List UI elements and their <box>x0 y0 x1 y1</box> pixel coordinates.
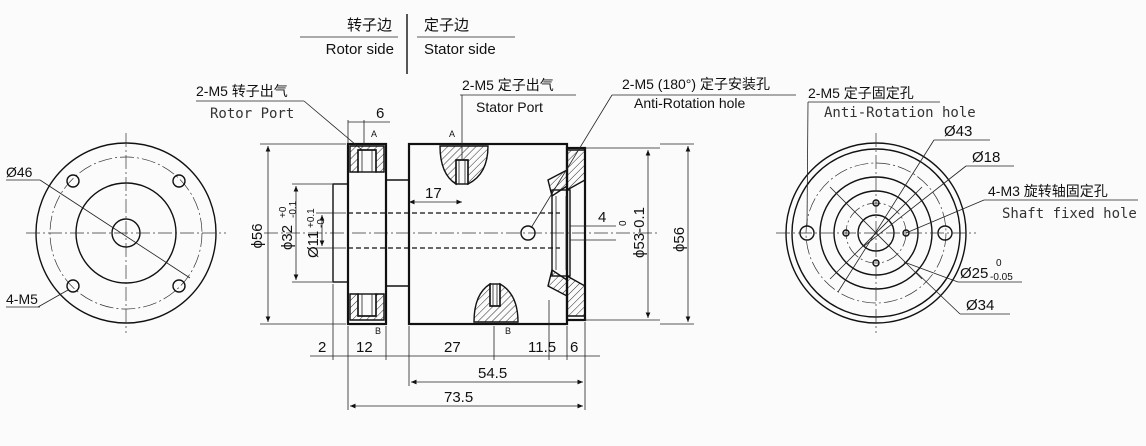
label-d53: ϕ53-0.1 <box>631 207 648 258</box>
label-d25-tol-low: -0.05 <box>990 272 1013 283</box>
shaft-hole-en: Shaft fixed hole <box>1002 206 1137 222</box>
label-d56-left: ϕ56 <box>249 223 266 248</box>
label-dim4: 4 <box>598 209 606 226</box>
label-d25-tol-up: 0 <box>996 258 1002 269</box>
stator-port-cn: 2-M5 定子出气 <box>462 77 554 93</box>
d18-leader <box>863 165 967 247</box>
label-d34: Ø34 <box>966 297 994 314</box>
fixed-hole-en: Anti-Rotation hole <box>824 105 976 121</box>
mark-b-rotor: B <box>375 326 381 336</box>
stator-side-en: Stator side <box>424 41 496 58</box>
stator-port-a-section <box>439 145 489 186</box>
label-d27: 27 <box>444 339 461 356</box>
left-hole-br <box>172 279 186 293</box>
d43-leader <box>837 139 935 293</box>
label-d54-5: 54.5 <box>478 365 507 382</box>
label-d43: Ø43 <box>944 123 972 140</box>
label-d32-tol-up: +0 <box>278 206 289 218</box>
rotor-side-cn: 转子边 <box>347 17 392 34</box>
label-d56-right: ϕ56 <box>671 227 688 252</box>
mark-a-stator: A <box>449 129 455 139</box>
anti-rotation-hole <box>520 225 536 241</box>
mark-a-rotor: A <box>371 129 377 139</box>
label-d53-tol: 0 <box>618 220 629 226</box>
anti-rotation-leader <box>530 94 613 229</box>
left-dia-leader <box>39 179 191 279</box>
label-d17: 17 <box>425 185 442 202</box>
rotor-side-en: Rotor side <box>326 41 394 58</box>
mark-b-stator: B <box>505 326 511 336</box>
label-d11-tol-up: +0.1 <box>306 208 317 228</box>
fixed-hole-leader <box>806 101 809 227</box>
left-holes-label: 4-M5 <box>6 291 38 307</box>
label-d12: 12 <box>356 339 373 356</box>
stator-side-cn: 定子边 <box>424 17 469 34</box>
label-d32-tol-low: -0.1 <box>288 200 299 218</box>
side-header: 转子边 Rotor side 定子边 Stator side <box>300 14 515 74</box>
rotor-port-en: Rotor Port <box>210 106 294 122</box>
anti-rotation-en: Anti-Rotation hole <box>634 95 746 111</box>
shaft-hole-leader <box>905 199 985 234</box>
stator-port-en: Stator Port <box>476 99 543 115</box>
right-bolt-circle <box>805 162 947 304</box>
label-d6-top: 6 <box>376 105 384 122</box>
stator-port-b-section <box>473 282 519 323</box>
label-d25: Ø25 <box>960 265 988 282</box>
label-d11: Ø11 <box>305 231 322 258</box>
label-d2: 2 <box>318 339 326 356</box>
label-d73-5: 73.5 <box>444 389 473 406</box>
label-d6-bot: 6 <box>570 339 578 356</box>
left-dia-label: Ø46 <box>6 164 33 180</box>
fixed-hole-cn: 2-M5 定子固定孔 <box>808 85 914 101</box>
label-d18: Ø18 <box>972 149 1000 166</box>
rotor-flange <box>346 142 388 326</box>
label-d11-5: 11.5 <box>528 339 556 356</box>
rotor-port-leader <box>303 100 363 151</box>
left-end-view: Ø46 4-M5 <box>6 133 226 333</box>
left-hole-bl <box>66 279 80 293</box>
label-d32: ϕ32 <box>279 225 296 250</box>
rotor-port-cn: 2-M5 转子出气 <box>196 83 288 99</box>
shaft-hole-cn: 4-M3 旋转轴固定孔 <box>988 183 1108 199</box>
right-end-view: 2-M5 定子固定孔 Anti-Rotation hole Ø43 Ø18 4-… <box>776 85 1138 333</box>
right-flange <box>565 146 587 322</box>
left-hole-tl <box>66 174 80 188</box>
d34-leader <box>915 271 961 315</box>
d25-leader <box>903 261 959 283</box>
section-view: A A B B ϕ56 ϕ32 +0 -0.1 Ø11 +0.1 -0 ϕ53-… <box>196 76 796 410</box>
left-hole-tr <box>172 174 186 188</box>
left-holes-leader <box>37 289 69 308</box>
label-d11-tol-low: -0 <box>316 219 327 228</box>
anti-rotation-cn: 2-M5 (180°) 定子安装孔 <box>622 76 770 92</box>
